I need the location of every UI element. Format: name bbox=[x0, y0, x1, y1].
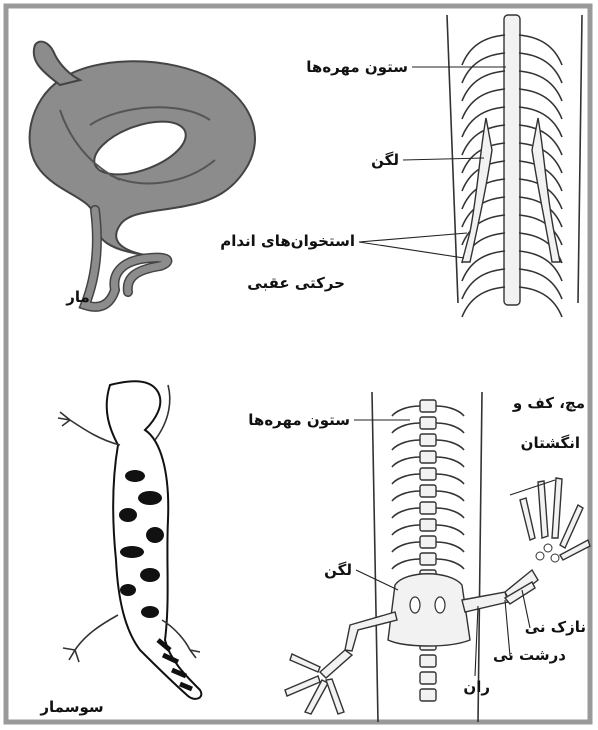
lizard-vertebra bbox=[420, 689, 436, 701]
snake-pelvis-label: لگن bbox=[371, 151, 399, 169]
lizard-vertebral-column-label: ستون مهره‌ها bbox=[248, 411, 350, 429]
snake-hindlimb-label-line1: استخوان‌های اندام bbox=[220, 232, 355, 250]
lizard-fibula-label: نازک نی bbox=[525, 618, 586, 636]
lizard-tibia-label: درشت نی bbox=[493, 646, 566, 664]
lizard-vertebra bbox=[420, 502, 436, 514]
lizard-vertebra bbox=[420, 553, 436, 565]
lizard-vertebra bbox=[420, 417, 436, 429]
lizard-vertebra bbox=[420, 536, 436, 548]
lizard-wrist-label-line2: انگشتان bbox=[521, 434, 580, 452]
lizard-vertebra bbox=[420, 519, 436, 531]
lizard-vertebra bbox=[420, 485, 436, 497]
lizard-vertebra bbox=[420, 434, 436, 446]
snake-hindlimb-label-line2: حرکتی عقبی bbox=[247, 274, 345, 292]
lizard-wrist-label-line1: مچ، کف و bbox=[512, 394, 585, 412]
lizard-femur-label: ران bbox=[463, 678, 490, 696]
snake-name: مار bbox=[65, 288, 90, 306]
lizard-pelvis-label: لگن bbox=[324, 561, 352, 579]
lizard-vertebra bbox=[420, 451, 436, 463]
lizard-name: سوسمار bbox=[39, 698, 103, 716]
lizard-vertebra bbox=[420, 468, 436, 480]
lizard-vertebra bbox=[420, 655, 436, 667]
lizard-vertebra bbox=[420, 672, 436, 684]
snake-vertebral-column-label: ستون مهره‌ها bbox=[306, 58, 408, 76]
lizard-vertebra bbox=[420, 400, 436, 412]
